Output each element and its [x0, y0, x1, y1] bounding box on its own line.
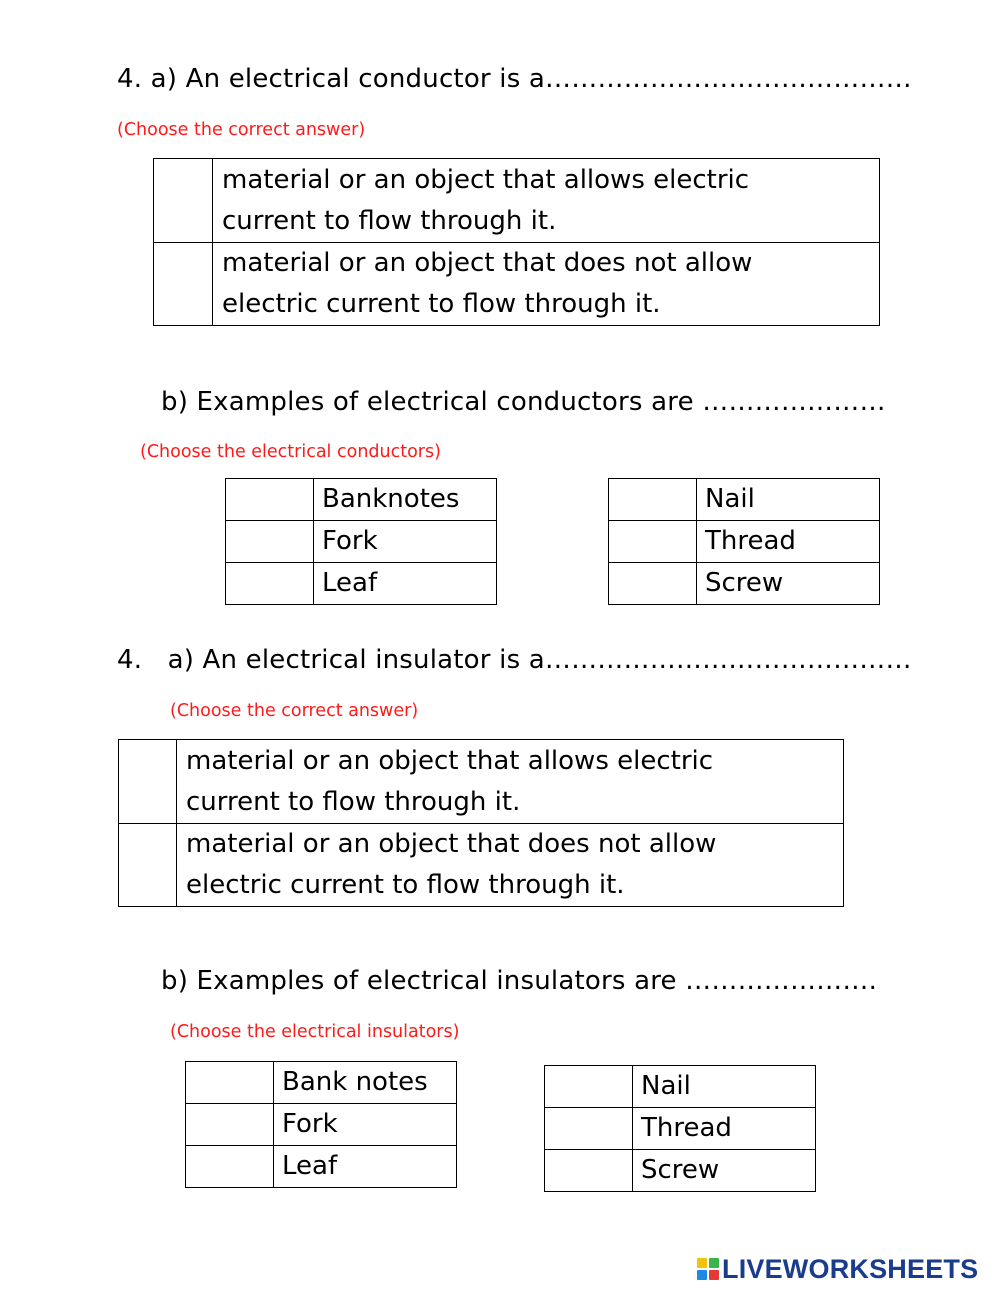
example-checkbox[interactable] [608, 562, 697, 605]
answer-checkbox[interactable] [153, 158, 213, 243]
example-row: Thread [544, 1107, 816, 1150]
answer-table-1a: material or an object that allows electr… [153, 158, 880, 326]
example-checkbox[interactable] [608, 478, 697, 521]
answer-checkbox[interactable] [118, 823, 177, 907]
liveworksheets-logo-text: LIVEWORKSHEETS [722, 1253, 979, 1284]
example-label: Thread [696, 520, 880, 563]
question-2b: b) Examples of electrical insulators are… [161, 966, 878, 996]
example-label: Fork [273, 1103, 457, 1146]
question-1b: b) Examples of electrical conductors are… [161, 387, 886, 417]
example-checkbox[interactable] [225, 520, 314, 563]
example-row: Fork [225, 520, 497, 563]
example-table-right-1b: Nail Thread Screw [608, 478, 880, 605]
logo-square-icon [709, 1258, 719, 1268]
answer-row: material or an object that does not allo… [153, 242, 880, 326]
logo-square-icon [697, 1270, 707, 1280]
example-row: Nail [608, 478, 880, 521]
example-label: Screw [696, 562, 880, 605]
example-checkbox[interactable] [185, 1145, 274, 1188]
example-label: Leaf [273, 1145, 457, 1188]
example-label: Nail [632, 1065, 816, 1108]
example-label: Thread [632, 1107, 816, 1150]
example-row: Screw [608, 562, 880, 605]
hint-1a: (Choose the correct answer) [117, 120, 366, 140]
example-checkbox[interactable] [225, 562, 314, 605]
question-1a: 4. a) An electrical conductor is a………………… [117, 64, 912, 94]
logo-square-icon [709, 1270, 719, 1280]
answer-row: material or an object that does not allo… [118, 823, 844, 907]
example-label: Screw [632, 1149, 816, 1192]
example-checkbox[interactable] [544, 1065, 633, 1108]
hint-1b: (Choose the electrical conductors) [140, 442, 441, 462]
example-checkbox[interactable] [544, 1107, 633, 1150]
example-checkbox[interactable] [544, 1149, 633, 1192]
answer-checkbox[interactable] [153, 242, 213, 326]
answer-row: material or an object that allows electr… [153, 158, 880, 243]
example-row: Banknotes [225, 478, 497, 521]
example-table-right-2b: Nail Thread Screw [544, 1065, 816, 1192]
example-label: Leaf [313, 562, 497, 605]
example-row: Leaf [225, 562, 497, 605]
answer-option-text: material or an object that does not allo… [212, 242, 880, 326]
liveworksheets-logo: LIVEWORKSHEETS [697, 1254, 978, 1284]
example-row: Thread [608, 520, 880, 563]
example-row: Nail [544, 1065, 816, 1108]
answer-option-text: material or an object that allows electr… [176, 739, 844, 824]
answer-option-text: material or an object that allows electr… [212, 158, 880, 243]
hint-2a: (Choose the correct answer) [170, 701, 419, 721]
example-checkbox[interactable] [225, 478, 314, 521]
example-checkbox[interactable] [185, 1061, 274, 1104]
example-row: Screw [544, 1149, 816, 1192]
example-checkbox[interactable] [608, 520, 697, 563]
example-label: Nail [696, 478, 880, 521]
answer-checkbox[interactable] [118, 739, 177, 824]
answer-table-2a: material or an object that allows electr… [118, 739, 844, 907]
answer-option-text: material or an object that does not allo… [176, 823, 844, 907]
hint-2b: (Choose the electrical insulators) [170, 1022, 460, 1042]
logo-square-icon [697, 1258, 707, 1268]
question-2a: 4. a) An electrical insulator is a………………… [117, 645, 912, 675]
example-row: Leaf [185, 1145, 457, 1188]
example-table-left-2b: Bank notes Fork Leaf [185, 1061, 457, 1188]
example-row: Fork [185, 1103, 457, 1146]
example-table-left-1b: Banknotes Fork Leaf [225, 478, 497, 605]
example-checkbox[interactable] [185, 1103, 274, 1146]
example-label: Fork [313, 520, 497, 563]
answer-row: material or an object that allows electr… [118, 739, 844, 824]
example-row: Bank notes [185, 1061, 457, 1104]
example-label: Banknotes [313, 478, 497, 521]
example-label: Bank notes [273, 1061, 457, 1104]
liveworksheets-logo-icon [697, 1258, 719, 1280]
